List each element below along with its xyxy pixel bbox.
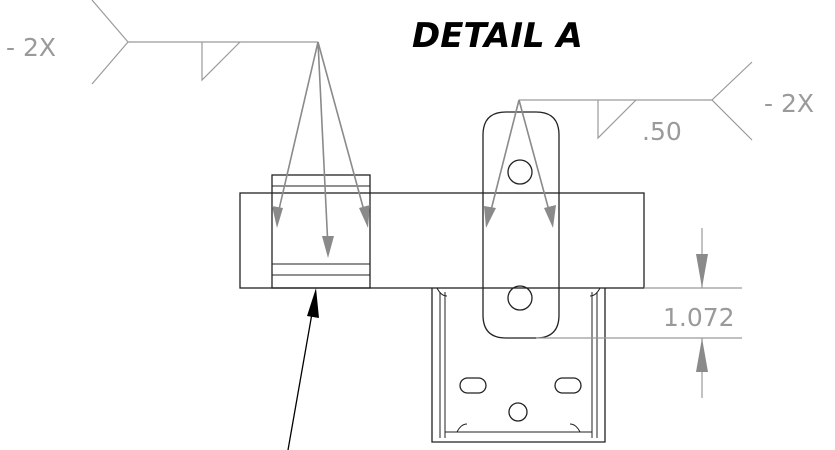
detail-reference-arrow: [287, 288, 319, 450]
fillet-weld-symbol-left: [201, 41, 241, 82]
leader-arrowhead: [359, 205, 370, 228]
channel-fillets: [436, 287, 601, 297]
reference-arrowhead: [307, 288, 319, 318]
weld-leaders-left: [272, 41, 370, 258]
detail-title: DETAIL A: [412, 16, 583, 56]
weld-leaders-right: [484, 99, 556, 228]
leader-arrowhead: [272, 206, 283, 228]
dimension-arrow-up: [696, 338, 708, 372]
vertical-plate: [482, 111, 560, 339]
plate-outline: [482, 111, 560, 339]
bolt-hole-lower: [508, 402, 528, 422]
leader-line: [518, 99, 552, 219]
plate-hole-upper: [507, 159, 533, 185]
slot-left: [459, 377, 487, 394]
weld-size-right: .50: [642, 117, 682, 146]
clamp-body: [271, 174, 371, 289]
leader-line: [276, 41, 319, 219]
channel-outline: [431, 288, 606, 443]
dimension-1072: 1.072: [536, 228, 742, 398]
fillet-weld-symbol-right: [597, 99, 637, 140]
dimension-value: 1.072: [663, 303, 735, 332]
channel-bottom-fillets: [456, 423, 581, 433]
reference-leader: [287, 301, 315, 450]
weld-symbol-left: - 2X: [6, 0, 318, 85]
weld-symbol-right: .50 - 2X: [519, 61, 814, 146]
leader-arrowhead: [544, 205, 556, 228]
weld-quantity-right: - 2X: [764, 89, 814, 118]
channel-bracket: [431, 287, 606, 443]
slot-right: [554, 377, 582, 394]
plate-hole-lower: [507, 285, 533, 311]
weld-tail-right: [711, 61, 753, 141]
weld-tail-left: [91, 0, 129, 85]
leader-arrowhead: [322, 236, 334, 258]
leader-line: [488, 99, 520, 219]
horizontal-bar: [239, 192, 645, 289]
leader-arrowhead: [484, 206, 496, 228]
weld-quantity-left: - 2X: [6, 33, 56, 62]
dimension-arrow-down: [696, 254, 708, 288]
leader-line: [317, 41, 367, 219]
clamp-block: [271, 174, 371, 289]
leader-line: [317, 41, 329, 249]
